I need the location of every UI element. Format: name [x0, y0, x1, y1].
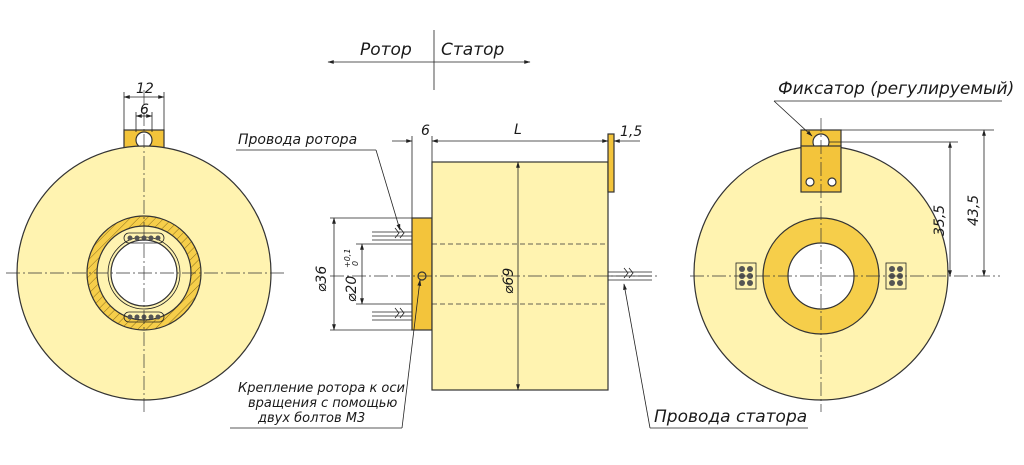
screw-icon-2: [827, 177, 837, 187]
left-view: 12 6: [6, 81, 286, 412]
dim-bore-tol-upper: +0,1: [343, 249, 352, 268]
stator-wires: [608, 267, 652, 281]
stator-wires-label: Провода статора: [654, 407, 807, 427]
stator-label: Статор: [441, 40, 504, 60]
right-view: 35,5 43,5 Фиксатор (регулируемый): [690, 79, 1014, 412]
dim-bore-diameter: ⌀20: [344, 276, 360, 302]
dim-height-center-fixator: 35,5: [932, 205, 948, 236]
rotor-stator-header: Ротор Статор: [327, 30, 531, 90]
dim-body-diameter: ⌀69: [501, 268, 517, 294]
dim-flange-thickness: 6: [421, 123, 430, 139]
rotor-wires: [372, 227, 412, 321]
rotor-label: Ротор: [360, 40, 412, 60]
wire-bundle-top: [123, 232, 165, 244]
dim-plate-thickness: 1,5: [620, 124, 642, 140]
mount-note-line-1: Крепление ротора к оси: [238, 381, 405, 396]
dim-tab-width: 12: [136, 81, 154, 97]
dim-rotor-diameter: ⌀36: [314, 266, 330, 292]
fixator-label: Фиксатор (регулируемый): [778, 79, 1014, 99]
mount-note-line-3: двух болтов М3: [257, 411, 365, 426]
side-view: 6 L 1,5 ⌀36 ⌀20 +0,1 0 ⌀69 Провода ротор…: [230, 122, 808, 429]
connector-left: [735, 262, 757, 290]
dim-height-center-top: 43,5: [966, 195, 982, 226]
mount-note-line-2: вращения с помощью: [248, 396, 397, 411]
fixator-plate: [607, 133, 615, 193]
dim-slot-width: 6: [140, 102, 149, 118]
dim-body-length: L: [514, 122, 522, 138]
mount-note: Крепление ротора к оси вращения с помощь…: [230, 279, 422, 429]
dim-bore-tol-lower: 0: [351, 261, 360, 266]
rotor-wires-label: Провода ротора: [238, 132, 357, 148]
screw-icon-1: [805, 177, 815, 187]
